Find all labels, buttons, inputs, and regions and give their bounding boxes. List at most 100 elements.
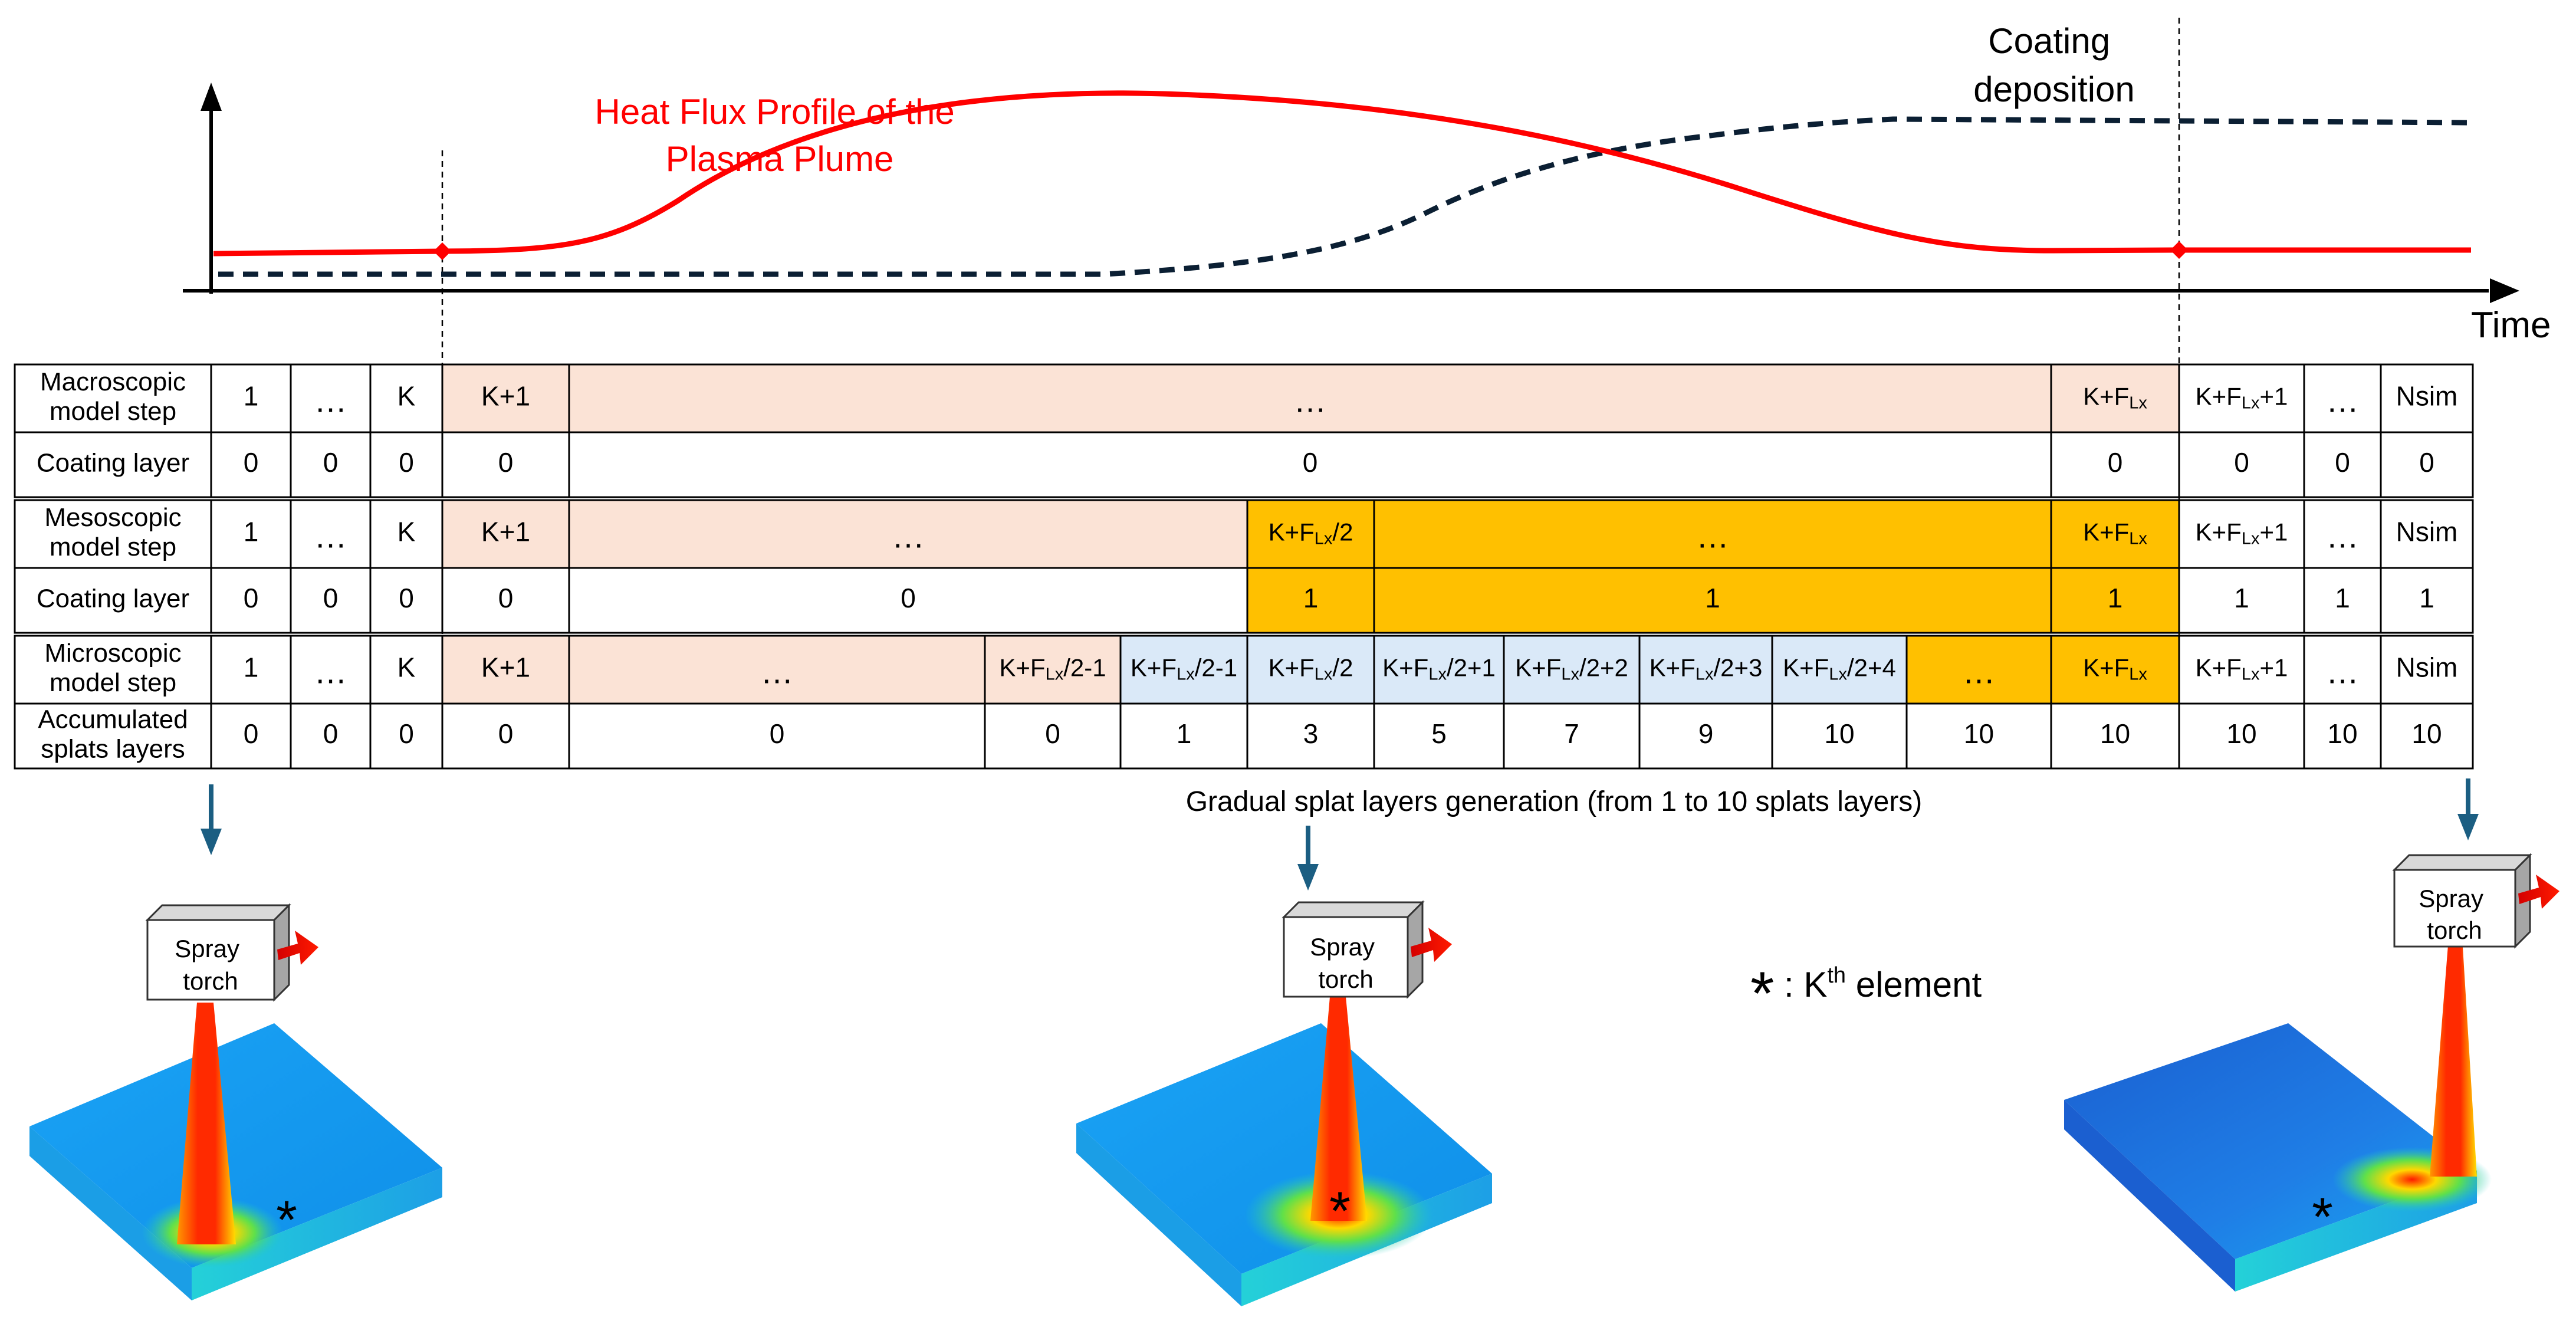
cell-text: K+FLx (2083, 654, 2147, 684)
y-axis-arrowhead (201, 83, 222, 111)
spray-torch-middle: Spray torch (1282, 900, 1452, 999)
cell-text: 0 (498, 718, 514, 749)
cell-text: K+1 (481, 652, 530, 683)
table-cell (1638, 702, 1773, 770)
row-label-cell (14, 431, 212, 498)
legend-text: : Kth element (1784, 963, 1982, 1004)
row-label-cell (14, 635, 212, 705)
cell-text: … (2326, 382, 2359, 419)
cell-text: … (761, 653, 794, 690)
cell-text: Nsim (2396, 517, 2458, 547)
row-label-text: Microscopic (44, 639, 181, 668)
heat-flux-label: Heat Flux Profile of the Plasma Plume (595, 92, 965, 179)
cell-text: 0 (498, 447, 514, 478)
cell-text: 1 (2419, 583, 2434, 613)
table-cell (441, 431, 570, 498)
cell-text: 0 (1045, 718, 1060, 749)
table-cell (2380, 431, 2474, 498)
cell-text: 0 (399, 447, 414, 478)
cell-text: K+FLx+1 (2196, 383, 2288, 413)
table-cell (441, 635, 570, 705)
kth-element-marker: * (276, 1190, 297, 1250)
cell-text: 3 (1303, 718, 1319, 749)
cell-text: 0 (244, 583, 259, 613)
row-label-text: splats layers (41, 735, 185, 764)
table-cell (2303, 567, 2382, 634)
cell-text: 1 (1705, 583, 1720, 613)
cell-text: 1 (244, 652, 259, 683)
table-cell (2050, 431, 2180, 498)
table-cell (2380, 702, 2474, 770)
cell-text: 1 (244, 381, 259, 412)
cell-text: 10 (1824, 718, 1854, 749)
down-arrow-middle (1297, 826, 1319, 891)
cell-text: 0 (901, 583, 916, 613)
table-cell (1246, 635, 1375, 705)
cell-text: 0 (2234, 447, 2249, 478)
table-cell (2303, 363, 2382, 433)
heat-flux-curve (213, 90, 2471, 257)
cell-text: 9 (1698, 718, 1714, 749)
down-arrow-left (201, 784, 222, 855)
table-cell (1246, 567, 1375, 634)
table-cell (568, 702, 986, 770)
row-label-text: Mesoscopic (44, 503, 181, 532)
coating-deposition-curve (218, 116, 2472, 277)
cell-text: 0 (323, 447, 339, 478)
chart-area: Time Heat Flux Profile of the Plasma Plu… (183, 18, 2551, 764)
cell-text: … (314, 517, 347, 554)
table-cell (2380, 363, 2474, 433)
cell-text: K+FLx/2+2 (1515, 654, 1628, 684)
cell-text: K+FLx/2+4 (1783, 654, 1896, 684)
cell-text: Nsim (2396, 381, 2458, 412)
table-cell (568, 431, 2052, 498)
cell-text: K+1 (481, 517, 530, 547)
table-cell (369, 702, 443, 770)
cell-text: 1 (244, 517, 259, 547)
substrate-front-face (192, 1168, 442, 1300)
spray-torch-right: Spray torch (2392, 853, 2559, 949)
table-cell (1246, 499, 1375, 569)
table-cell (2380, 567, 2474, 634)
cell-text: … (314, 653, 347, 690)
cell-text: … (1696, 517, 1729, 554)
cell-text: … (1963, 653, 1996, 690)
cell-text: 1 (2108, 583, 2123, 613)
row-label-text: model step (50, 668, 176, 697)
table-cell (2178, 567, 2305, 634)
x-axis-label: Time (2471, 305, 2551, 346)
table-cell (568, 567, 1248, 634)
table-cell (290, 635, 372, 705)
row-label-text: model step (50, 533, 176, 561)
cell-text: … (1294, 382, 1327, 419)
table-cell (210, 431, 292, 498)
table-cell (290, 431, 372, 498)
table-cell (1905, 635, 2052, 705)
table-cell (1373, 635, 1505, 705)
cell-text: 10 (2226, 718, 2256, 749)
torch-direction-arrow (277, 931, 318, 965)
substrate-left: * (29, 1003, 442, 1300)
table-cell (2050, 567, 2180, 634)
cell-text: 0 (323, 718, 339, 749)
cell-text: 0 (498, 583, 514, 613)
cell-text: … (2326, 653, 2359, 690)
row-label-text: Accumulated (38, 705, 188, 734)
cell-text: 7 (1564, 718, 1579, 749)
cell-text: 10 (1964, 718, 1994, 749)
cell-text: K+FLx/2-1 (999, 654, 1106, 684)
cell-text: 10 (2327, 718, 2357, 749)
cell-text: 0 (2419, 447, 2434, 478)
heat-flux-label-line-1: Heat Flux Profile of the (595, 92, 955, 132)
legend-star: * (1750, 960, 1774, 1028)
table-cell (290, 363, 372, 433)
